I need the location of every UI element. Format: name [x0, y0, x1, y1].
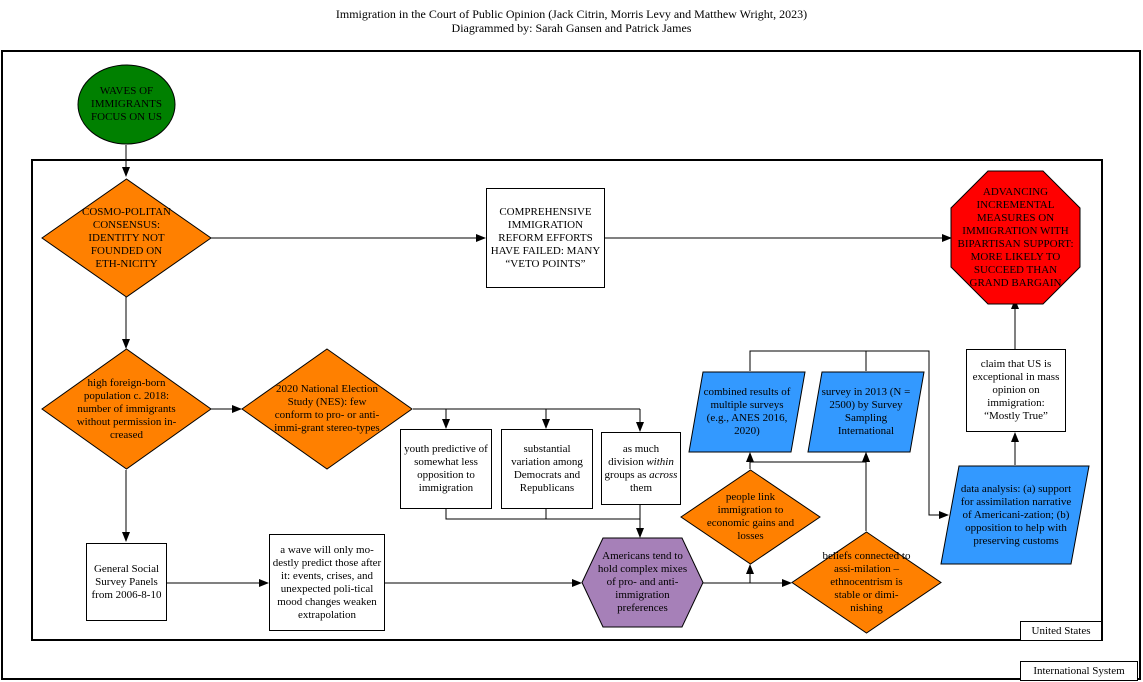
arrow-surveys-analysis [749, 350, 949, 519]
waves-ellipse [77, 64, 176, 145]
highfb-diamond: high foreign-born population c. 2018: nu… [41, 348, 212, 470]
cosmo-text: COSMO-POLITAN CONSENSUS: IDENTITY NOT FO… [82, 205, 171, 270]
claim-box: claim that US is exceptional in mass opi… [966, 349, 1066, 432]
combined-parallelogram: combined results of multiple surveys (e.… [688, 371, 806, 453]
people-text: people link immigration to economic gain… [706, 491, 795, 542]
waves-start-node: WAVES OF IMMIGRANTS FOCUS ON US [77, 64, 176, 145]
arrow-youth-americans [445, 509, 640, 520]
diagram-title: Immigration in the Court of Public Opini… [0, 7, 1143, 35]
analysis-parallelogram: data analysis: (a) support for assimilat… [940, 465, 1090, 565]
division-pre: as much division [608, 442, 660, 468]
combined-text: combined results of multiple surveys (e.… [703, 386, 791, 437]
nes-diamond: 2020 National Election Study (NES): few … [241, 348, 413, 470]
beliefs-diamond: beliefs connected to assi-milation – eth… [791, 531, 942, 634]
highfb-text: high foreign-born population c. 2018: nu… [76, 376, 177, 441]
analysis-text: data analysis: (a) support for assimilat… [960, 482, 1072, 547]
division-text: as much division within groups as across… [604, 443, 678, 495]
international-system-frame [1, 50, 1141, 680]
people-diamond: people link immigration to economic gain… [680, 469, 821, 565]
waves-text: WAVES OF IMMIGRANTS FOCUS ON US [91, 85, 162, 123]
cosmo-diamond: COSMO-POLITAN CONSENSUS: IDENTITY NOT FO… [41, 178, 212, 298]
title-line-2: Diagrammed by: Sarah Gansen and Patrick … [451, 21, 692, 35]
reform-box: COMPREHENSIVE IMMIGRATION REFORM EFFORTS… [486, 188, 605, 288]
beliefs-text: beliefs connected to assi-milation – eth… [822, 550, 911, 614]
survey2013-text: survey in 2013 (N = 2500) by Survey Samp… [821, 386, 911, 437]
wave-box: a wave will only mo-destly predict those… [269, 534, 385, 631]
arrow-people-survey [750, 452, 870, 463]
division-box: as much division within groups as across… [601, 432, 681, 505]
international-system-label: International System [1020, 661, 1138, 681]
title-line-1: Immigration in the Court of Public Opini… [335, 7, 808, 21]
substantial-box: substantial variation among Democrats an… [501, 429, 593, 509]
nes-text: 2020 National Election Study (NES): few … [274, 383, 380, 434]
americans-text: Americans tend to hold complex mixes of … [597, 550, 688, 614]
gss-box: General Social Survey Panels from 2006-8… [86, 543, 167, 621]
advancing-text: ADVANCING INCREMENTAL MEASURES ON IMMIGR… [957, 185, 1074, 289]
youth-box: youth predictive of somewhat less opposi… [400, 429, 492, 509]
division-post: them [630, 481, 652, 494]
division-within: within [646, 455, 674, 468]
americans-hexagon: Americans tend to hold complex mixes of … [581, 537, 704, 628]
advancing-octagon: ADVANCING INCREMENTAL MEASURES ON IMMIGR… [950, 170, 1081, 305]
united-states-label: United States [1020, 621, 1102, 641]
survey2013-parallelogram: survey in 2013 (N = 2500) by Survey Samp… [807, 371, 925, 453]
division-across: across [649, 468, 678, 481]
united-states-frame [31, 159, 1103, 641]
division-mid: groups as [604, 468, 650, 481]
